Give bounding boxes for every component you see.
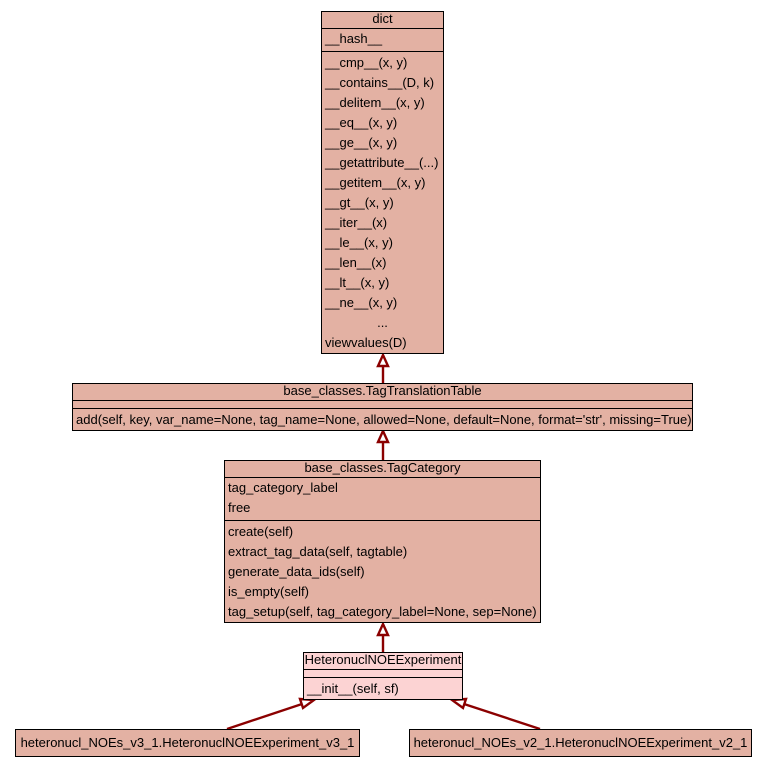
arrowhead-tagcategory: [376, 621, 390, 637]
method: __init__(self, sf): [307, 681, 399, 696]
method: __iter__(x): [325, 215, 388, 230]
method: __eq__(x, y): [325, 115, 398, 130]
arrowhead-dict: [376, 352, 390, 368]
method: extract_tag_data(self, tagtable): [228, 544, 408, 559]
method: __delitem__(x, y): [325, 95, 425, 110]
method: tag_setup(self, tag_category_label=None,…: [228, 604, 537, 619]
attribute: tag_category_label: [228, 480, 338, 495]
class-title: base_classes.TagTranslationTable: [73, 384, 692, 401]
methods-section: __init__(self, sf): [304, 678, 462, 699]
method: generate_data_ids(self): [228, 564, 365, 579]
class-node-heteronucl-v2-1[interactable]: heteronucl_NOEs_v2_1.HeteronuclNOEExperi…: [409, 729, 752, 757]
method: __getattribute__(...): [325, 155, 439, 170]
attribute: free: [228, 500, 251, 515]
class-node-tag-translation-table[interactable]: base_classes.TagTranslationTable add(sel…: [72, 383, 693, 431]
method: __len__(x): [325, 255, 387, 270]
class-title: base_classes.TagCategory: [225, 461, 540, 478]
arrowhead-heteronucl-right: [448, 697, 468, 710]
class-node-tag-category[interactable]: base_classes.TagCategory tag_category_la…: [224, 460, 541, 623]
class-title: heteronucl_NOEs_v3_1.HeteronuclNOEExperi…: [20, 735, 355, 750]
method: viewvalues(D): [325, 335, 407, 350]
edge-v3_1-to-heteronucl: [226, 701, 306, 731]
method-ellipsis: ...: [377, 315, 388, 330]
attribute: __hash__: [325, 31, 383, 46]
method: __le__(x, y): [325, 235, 393, 250]
methods-section: create(self) extract_tag_data(self, tagt…: [225, 521, 540, 622]
arrowhead-heteronucl-left: [298, 697, 318, 710]
attributes-section: [73, 401, 692, 409]
method: create(self): [228, 524, 294, 539]
method: __gt__(x, y): [325, 195, 394, 210]
attributes-section: [304, 670, 462, 678]
class-title: heteronucl_NOEs_v2_1.HeteronuclNOEExperi…: [413, 735, 748, 750]
method: __cmp__(x, y): [325, 55, 408, 70]
class-node-heteronucl-noe-experiment[interactable]: HeteronuclNOEExperiment __init__(self, s…: [303, 652, 463, 700]
class-node-heteronucl-v3-1[interactable]: heteronucl_NOEs_v3_1.HeteronuclNOEExperi…: [15, 729, 360, 757]
method: is_empty(self): [228, 584, 309, 599]
method: __getitem__(x, y): [325, 175, 426, 190]
arrowhead-tagtranslationtable: [376, 428, 390, 444]
method: __ge__(x, y): [325, 135, 398, 150]
method: __ne__(x, y): [325, 295, 398, 310]
methods-section: __cmp__(x, y) __contains__(D, k) __delit…: [322, 52, 443, 353]
methods-section: add(self, key, var_name=None, tag_name=N…: [73, 409, 692, 430]
method: add(self, key, var_name=None, tag_name=N…: [76, 412, 692, 427]
attributes-section: tag_category_label free: [225, 478, 540, 521]
edge-v2_1-to-heteronucl: [460, 701, 541, 731]
method: __contains__(D, k): [325, 75, 435, 90]
class-title: dict: [322, 12, 443, 29]
class-node-dict[interactable]: dict __hash__ __cmp__(x, y) __contains__…: [321, 11, 444, 354]
class-title: HeteronuclNOEExperiment: [304, 653, 462, 670]
method: __lt__(x, y): [325, 275, 390, 290]
attributes-section: __hash__: [322, 29, 443, 52]
